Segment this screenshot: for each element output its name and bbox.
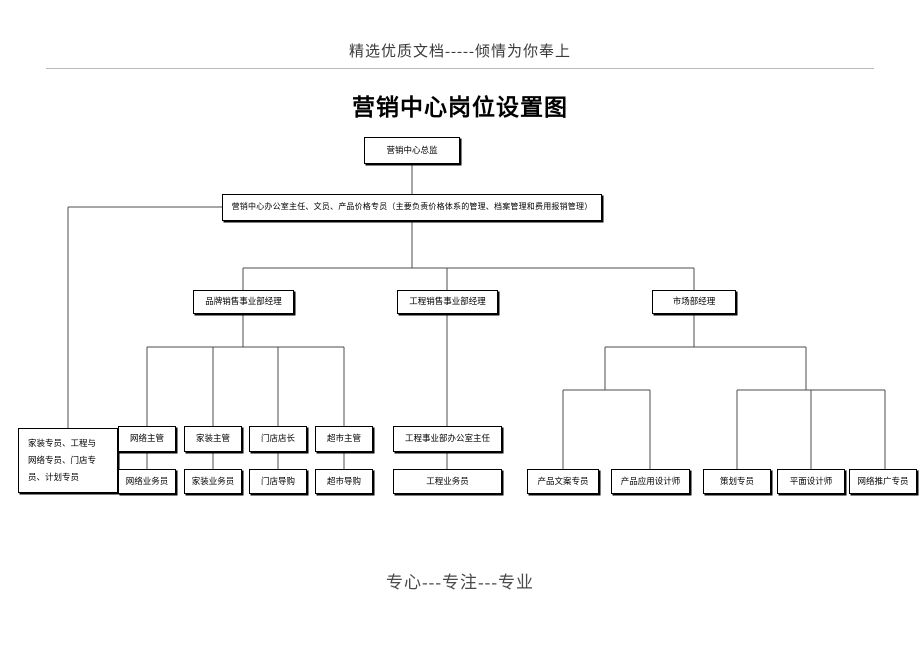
node-store-manager[interactable]: 门店店长 [249,426,307,452]
node-specialists[interactable]: 家装专员、工程与 网络专员、门店专 员、计划专员 [18,428,118,493]
node-market-manager[interactable]: 市场部经理 [652,290,736,314]
header-divider [46,68,874,69]
node-supermarket-guide[interactable]: 超市导购 [315,469,373,494]
node-specialists-line-2: 网络专员、门店专 [28,455,97,465]
node-brand-manager-label: 品牌销售事业部经理 [205,296,282,307]
node-engineering-manager-label: 工程销售事业部经理 [409,296,486,307]
node-director-label: 营销中心总监 [386,144,438,155]
node-network-promoter[interactable]: 网络推广专员 [849,469,917,494]
node-graphic-designer[interactable]: 平面设计师 [777,469,845,494]
node-store-manager-label: 门店店长 [260,433,295,444]
node-product-copywriter[interactable]: 产品文案专员 [527,469,599,494]
node-product-application-designer[interactable]: 产品应用设计师 [611,469,690,494]
node-engineering-salesperson[interactable]: 工程业务员 [393,469,502,494]
footer-note: 专心---专注---专业 [386,573,534,592]
node-engineering-manager[interactable]: 工程销售事业部经理 [397,290,498,314]
node-product-application-designer-label: 产品应用设计师 [620,475,681,486]
node-product-copywriter-label: 产品文案专员 [537,475,589,486]
node-engineering-office-director[interactable]: 工程事业部办公室主任 [393,426,502,452]
node-home-decor-salesperson[interactable]: 家装业务员 [184,469,242,494]
node-store-guide-label: 门店导购 [260,475,295,486]
node-planner-label: 策划专员 [719,475,754,486]
node-graphic-designer-label: 平面设计师 [789,475,833,486]
node-home-decor-supervisor-label: 家装主管 [195,433,230,444]
node-network-promoter-label: 网络推广专员 [857,475,909,486]
node-specialists-line-3: 员、计划专员 [28,472,80,482]
node-network-salesperson-label: 网络业务员 [125,475,169,486]
node-director[interactable]: 营销中心总监 [364,137,460,164]
node-supermarket-supervisor-label: 超市主管 [326,433,361,444]
page-title: 营销中心岗位设置图 [352,94,568,120]
node-store-guide[interactable]: 门店导购 [249,469,307,494]
node-specialists-line-1: 家装专员、工程与 [28,438,97,448]
node-network-supervisor[interactable]: 网络主管 [118,426,176,452]
node-office[interactable]: 营销中心办公室主任、文员、产品价格专员（主要负责价格体系的管理、档案管理和费用报… [222,194,602,221]
node-home-decor-salesperson-label: 家装业务员 [191,475,235,486]
node-supermarket-guide-label: 超市导购 [326,475,361,486]
node-supermarket-supervisor[interactable]: 超市主管 [315,426,373,452]
node-planner[interactable]: 策划专员 [703,469,771,494]
node-home-decor-supervisor[interactable]: 家装主管 [184,426,242,452]
node-market-manager-label: 市场部经理 [672,296,716,307]
node-engineering-office-director-label: 工程事业部办公室主任 [404,433,490,444]
node-network-supervisor-label: 网络主管 [129,433,164,444]
node-network-salesperson[interactable]: 网络业务员 [118,469,176,494]
node-engineering-salesperson-label: 工程业务员 [426,475,469,486]
node-specialists-label: 家装专员、工程与 网络专员、门店专 员、计划专员 [22,435,114,486]
node-brand-manager[interactable]: 品牌销售事业部经理 [193,290,294,314]
header-note: 精选优质文档-----倾情为你奉上 [349,44,571,60]
node-office-label: 营销中心办公室主任、文员、产品价格专员（主要负责价格体系的管理、档案管理和费用报… [231,202,593,212]
